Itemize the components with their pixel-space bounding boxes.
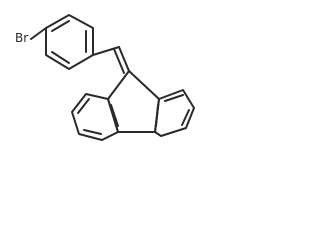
- right-ring-double-bond-1: [164, 94, 184, 102]
- five-ring-bond-right: [128, 70, 160, 100]
- right-ring-double-bond-2: [181, 109, 190, 126]
- left-ring-double-bond-3: [110, 104, 119, 127]
- background: [0, 0, 206, 157]
- bromophenyl-double-bond-1: [51, 20, 70, 32]
- chemical-structure-diagram: Br: [0, 0, 206, 157]
- right-ring-double-bond-3: [155, 104, 159, 127]
- alkene-bond-main: [118, 46, 130, 72]
- left-fluorene-benzene-ring: [71, 93, 119, 141]
- bromine-label: Br: [15, 31, 28, 45]
- five-ring-bond-left: [107, 70, 130, 100]
- right-fluorene-benzene-ring: [154, 89, 195, 137]
- alkene-bond-secondary: [113, 48, 125, 74]
- left-ring-double-bond-1: [77, 98, 90, 114]
- bromophenyl-double-bond-3: [51, 51, 70, 64]
- left-ring-double-bond-2: [83, 129, 102, 135]
- br-ring-bond: [30, 27, 47, 40]
